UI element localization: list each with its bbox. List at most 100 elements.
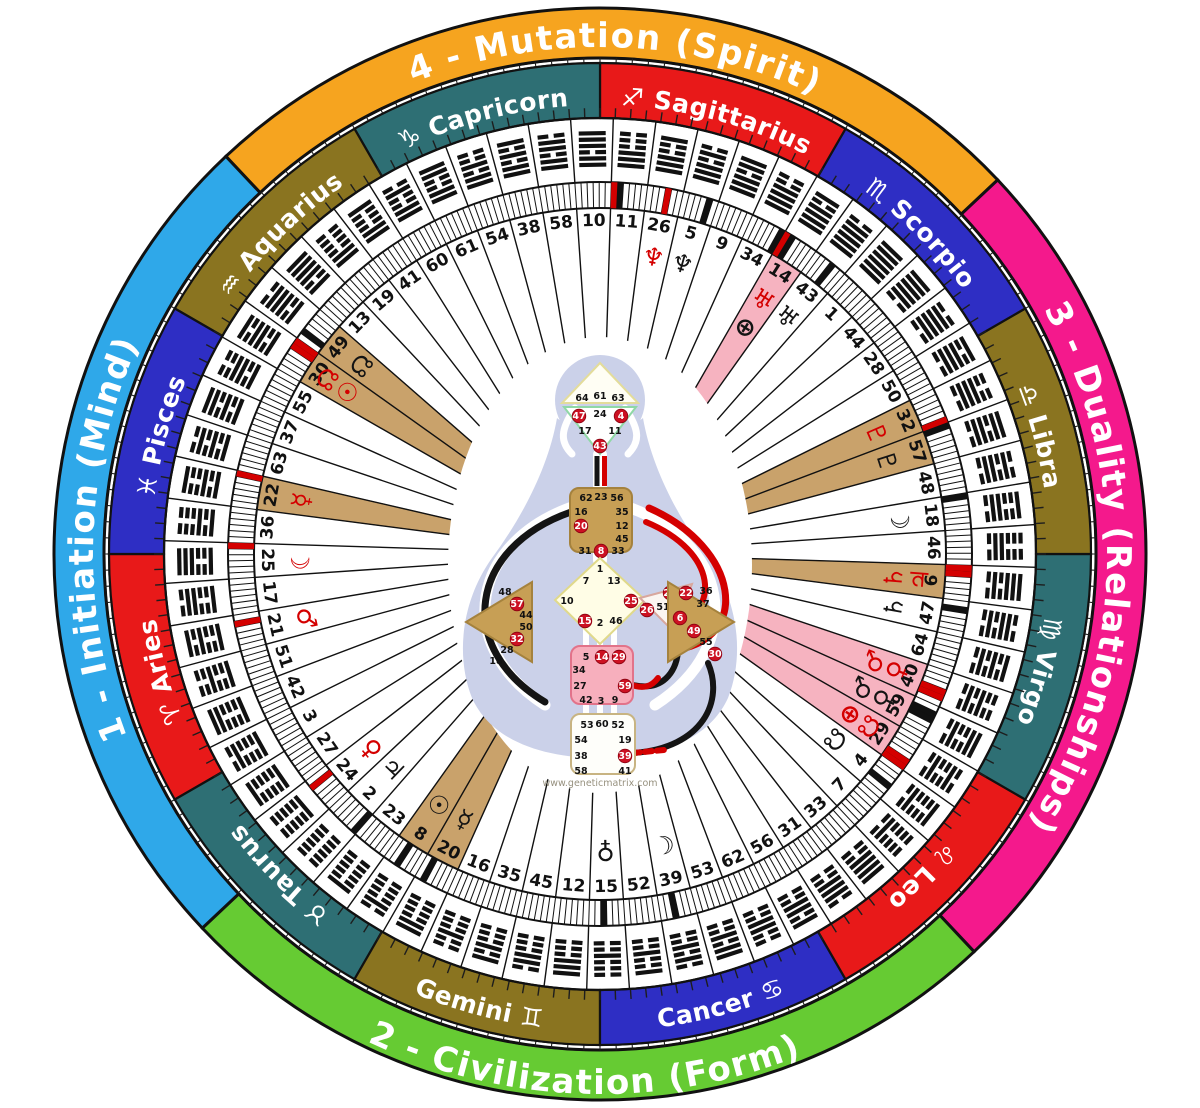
gate-number-26: 26 <box>645 214 672 238</box>
bodygraph-gate-59: 59 <box>618 681 631 692</box>
bodygraph-gate-15: 15 <box>578 616 591 627</box>
red-saturn-glyph-gate-6: ♄ <box>878 565 909 590</box>
hexagram-gate-28 <box>910 301 955 345</box>
zodiac-degree-ticks <box>154 108 1046 1000</box>
hexagram-gate-48 <box>975 450 1016 485</box>
line-mark-gate-24-red <box>309 769 334 791</box>
hexagram-gate-27 <box>245 763 290 807</box>
active-gate-dot-26 <box>639 602 655 618</box>
hexagram-gate-57 <box>964 410 1007 448</box>
hexagram-gate-35 <box>471 922 508 965</box>
bodygraph-gate-17: 17 <box>578 426 591 437</box>
active-gate-dot-15 <box>577 613 593 629</box>
hexagram-gate-51 <box>193 660 236 698</box>
line-mark-gate-4-black <box>867 768 892 790</box>
hexagram-gate-8 <box>360 872 403 918</box>
hexagram-gate-30 <box>236 314 282 357</box>
hexagram-gate-47 <box>978 609 1019 643</box>
hexagram-gate-18 <box>982 491 1022 523</box>
hexagram-gate-32 <box>949 372 993 412</box>
gate-number-10: 10 <box>582 211 606 231</box>
gate-number-9: 9 <box>713 233 731 256</box>
line-mark-gate-5-black <box>699 197 714 225</box>
bodygraph-gate-48: 48 <box>498 587 512 598</box>
gate-number-52: 52 <box>626 873 652 896</box>
hexagram-gate-2 <box>296 823 342 868</box>
bodygraph-gate-37: 37 <box>696 599 709 610</box>
hexagram-gate-23 <box>327 849 371 895</box>
bodygraph-gate-63: 63 <box>611 393 624 404</box>
hexagram-gate-39 <box>669 929 704 970</box>
bodygraph-gate-5: 5 <box>583 652 590 663</box>
bodygraph-gate-51: 51 <box>656 602 669 613</box>
hexagram-gate-40 <box>955 682 999 722</box>
bodygraph-gate-54: 54 <box>574 735 588 746</box>
bodygraph-gate-9: 9 <box>612 695 619 706</box>
bodygraph-gate-41: 41 <box>618 766 631 777</box>
hexagram-gate-13 <box>286 250 331 296</box>
active-gate-dot-29 <box>611 649 627 665</box>
bodygraph-gate-10: 10 <box>560 596 574 607</box>
bodygraph-gate-35: 35 <box>615 507 628 518</box>
line-ring <box>227 181 973 927</box>
line-mark-gate-14-red <box>772 231 791 257</box>
bodygraph-gate-61: 61 <box>593 391 606 402</box>
gate-number-48: 48 <box>913 469 938 496</box>
activated-gate-wedges <box>256 253 947 870</box>
bodygraph-gate-58: 58 <box>574 766 588 777</box>
red-neptune-glyph-gate-26: ♆ <box>640 241 667 274</box>
hexagram-gate-64 <box>968 646 1011 683</box>
black-neptune-glyph-gate-5: ♆ <box>667 247 696 281</box>
line-mark-gate-59-black <box>910 701 937 718</box>
line-mark-gate-8-black <box>394 842 414 868</box>
hexagram-gate-44 <box>885 269 931 314</box>
line-mark-gate-30-red <box>293 337 319 358</box>
bodygraph-gate-53: 53 <box>580 720 593 731</box>
hexagram-gate-56 <box>777 885 819 930</box>
bodygraph-gate-45: 45 <box>615 534 628 545</box>
line-mark-gate-20-black <box>420 856 438 883</box>
bodygraph-gate-44: 44 <box>519 610 533 621</box>
line-mark-gate-32-red <box>921 416 948 432</box>
bodygraph-gate-23: 23 <box>594 492 607 503</box>
line-ring-inner-border <box>253 207 947 901</box>
active-gate-dot-47 <box>571 408 587 424</box>
line-mark-gate-22-red <box>236 470 263 482</box>
line-mark-gate-25-red <box>228 542 255 550</box>
hexagram-gate-38 <box>496 138 531 179</box>
bodygraph-gate-26: 26 <box>640 605 654 616</box>
hexagram-gate-31 <box>809 864 853 909</box>
center-shape-g-center <box>553 556 647 646</box>
black-moon-glyph-gate-39: ☽ <box>650 829 678 862</box>
hexagram-gate-52 <box>631 936 663 976</box>
hexagram-gate-36 <box>177 506 216 537</box>
line-mark-gate-40-red <box>919 680 947 696</box>
road-right-loop <box>616 499 721 711</box>
gate-number-35: 35 <box>495 862 523 888</box>
active-gate-dot-25 <box>623 593 639 609</box>
gate-number-21: 21 <box>262 611 287 638</box>
gate-number-46: 46 <box>923 536 943 560</box>
hexagram-gate-60 <box>381 178 423 223</box>
bodygraph-gate-27: 27 <box>573 681 586 692</box>
gate-number-54: 54 <box>483 224 512 250</box>
hexagram-gate-34 <box>764 171 805 216</box>
hexagram-gate-54 <box>456 147 494 190</box>
hexagram-gate-63 <box>189 425 232 462</box>
gate-number-47: 47 <box>916 599 940 626</box>
bodygraph-gate-14: 14 <box>595 652 609 663</box>
center-shape-solar-plexus <box>667 580 736 664</box>
gap-ring-ticks <box>103 57 1097 1051</box>
line-mark-gate-18-black <box>941 492 968 503</box>
active-gate-dot-59 <box>617 678 633 694</box>
line-mark-gate-47-black <box>941 604 969 614</box>
hexagram-gate-50 <box>931 335 976 377</box>
watermark: www.geneticmatrix.com <box>542 778 657 789</box>
bodygraph-gate-7: 7 <box>583 576 590 587</box>
bodygraph-gate-2: 2 <box>597 618 604 629</box>
gate-number-25: 25 <box>257 548 277 572</box>
line-mark-gate-39-black <box>668 892 680 919</box>
